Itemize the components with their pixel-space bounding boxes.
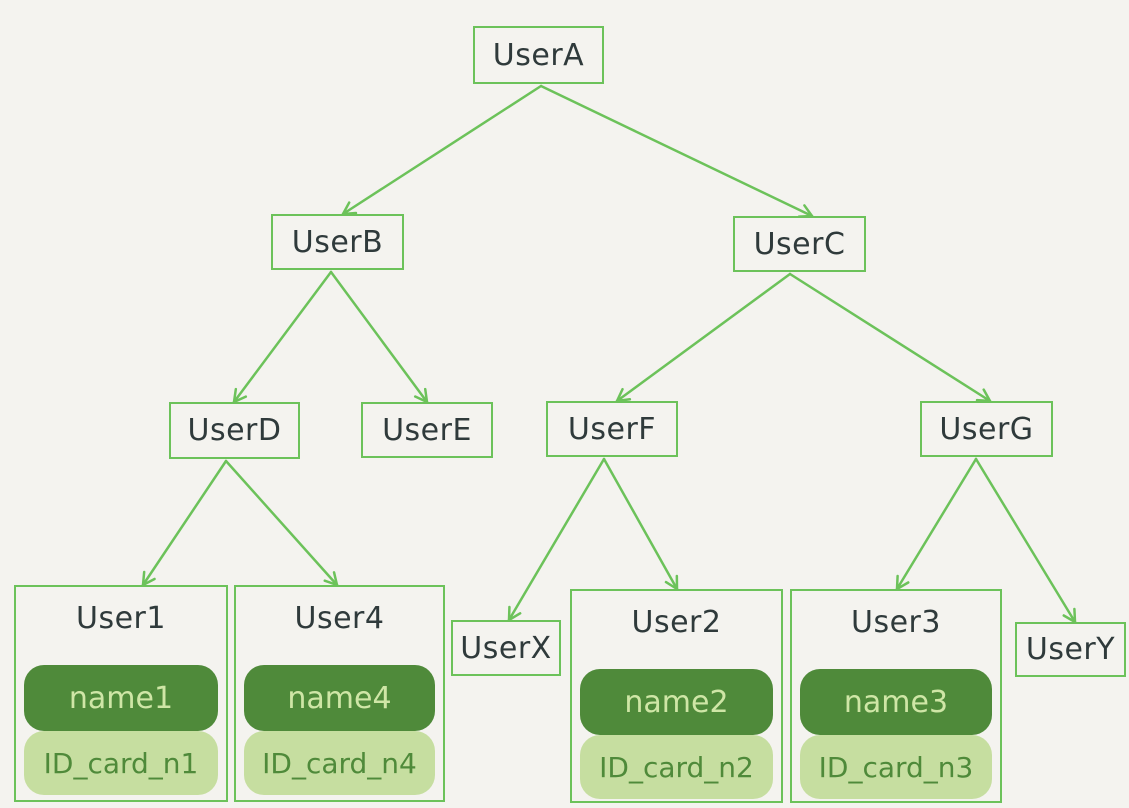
- node-userx: UserX: [451, 620, 561, 676]
- leaf-title: User2: [631, 605, 722, 640]
- leaf-card-user4: User4 name4 ID_card_n4: [234, 585, 445, 802]
- name-field: name1: [24, 665, 218, 731]
- edge-userF-leaf2: [602, 457, 679, 591]
- edge-userG-userY: [974, 457, 1077, 624]
- leaf-card-user1: User1 name1 ID_card_n1: [14, 585, 228, 802]
- node-userf: UserF: [546, 401, 678, 457]
- id-card-field: ID_card_n2: [580, 735, 773, 799]
- name-field: name2: [580, 669, 773, 735]
- edge-userA-userC: [539, 84, 814, 218]
- name-field: name4: [244, 665, 435, 731]
- leaf-title: User3: [851, 605, 941, 640]
- leaf-card-user2: User2 name2 ID_card_n2: [570, 589, 783, 803]
- id-card-field: ID_card_n4: [244, 731, 435, 795]
- id-card-field: ID_card_n3: [800, 735, 992, 799]
- leaf-title: User4: [294, 601, 385, 636]
- edge-userF-userX: [507, 457, 606, 622]
- edge-userD-leaf0: [141, 459, 228, 587]
- id-card-field: ID_card_n1: [24, 731, 218, 795]
- node-usera: UserA: [473, 26, 604, 84]
- edge-userA-userB: [341, 84, 543, 216]
- edge-userC-userG: [788, 272, 992, 403]
- node-usery: UserY: [1015, 622, 1126, 677]
- node-userc: UserC: [733, 216, 866, 272]
- node-userb: UserB: [271, 214, 404, 270]
- edge-userG-leaf3: [895, 457, 978, 591]
- node-userd: UserD: [169, 402, 300, 459]
- edge-userD-leaf1: [224, 459, 339, 587]
- edge-userB-userE: [329, 270, 429, 404]
- node-userg: UserG: [920, 401, 1053, 457]
- node-usere: UserE: [361, 402, 493, 458]
- leaf-title: User1: [76, 601, 166, 636]
- name-field: name3: [800, 669, 992, 735]
- leaf-card-user3: User3 name3 ID_card_n3: [790, 589, 1002, 803]
- edge-userB-userD: [232, 270, 333, 404]
- edge-userC-userF: [615, 272, 792, 403]
